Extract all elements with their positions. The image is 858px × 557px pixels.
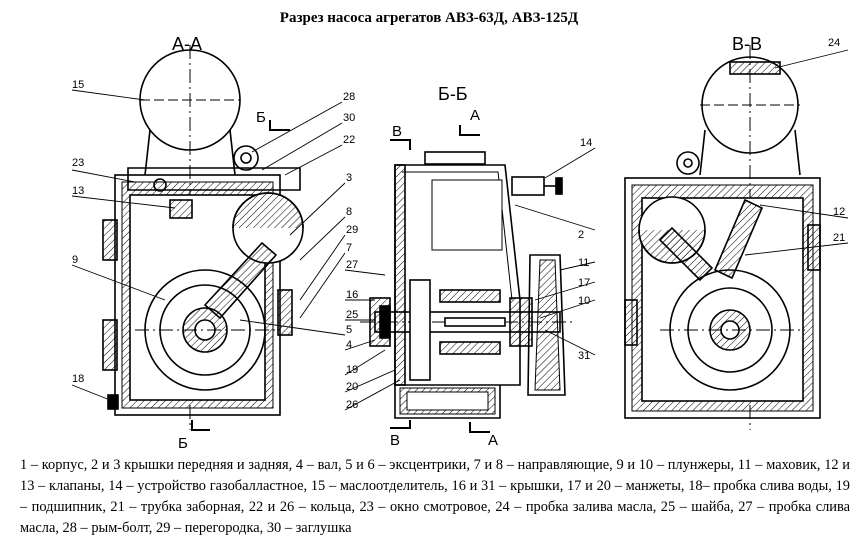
section-label-aa: А-А: [172, 34, 202, 54]
callout-23: 23: [72, 157, 84, 169]
callout-16: 16: [346, 289, 358, 301]
callout-18: 18: [72, 373, 84, 385]
callout-7: 7: [346, 242, 352, 254]
callout-8: 8: [346, 206, 352, 218]
right-callouts: [744, 49, 849, 256]
callout-4: 4: [346, 339, 352, 351]
eye-bolt: [233, 145, 259, 171]
section-mark-b-bottom: Б: [178, 435, 188, 450]
section-mark-a-bottom: А: [488, 432, 498, 449]
callout-31: 31: [578, 350, 590, 362]
housing-right: [624, 177, 821, 419]
view-aa: А-А Б Б: [102, 34, 304, 450]
flywheel: [527, 254, 566, 396]
callout-28: 28: [343, 91, 355, 103]
callout-10: 10: [578, 295, 590, 307]
view-bb: Б-Б В А В: [360, 84, 575, 449]
middle-callout-labels: 14 2 11 17 10 31: [578, 137, 592, 362]
callout-15: 15: [72, 79, 84, 91]
middle-callouts: [514, 147, 596, 356]
callout-21: 21: [833, 232, 845, 244]
callout-2: 2: [578, 229, 584, 241]
callout-20: 20: [346, 381, 358, 393]
callout-5: 5: [346, 324, 352, 336]
callout-12: 12: [833, 206, 845, 218]
view-vv: В-В: [624, 34, 821, 430]
parts-legend: 1 – корпус, 2 и 3 крышки передняя и задн…: [20, 457, 850, 536]
drawing-title: Разрез насоса агрегатов АВЗ-63Д, АВЗ-125…: [279, 10, 579, 26]
section-mark-v-top: В: [392, 123, 402, 140]
section-label-vv: В-В: [732, 34, 762, 54]
callout-17: 17: [578, 277, 590, 289]
left-callout-labels: 15 28 30 22 23 13 9 18 3 8 29 7 27 16 25…: [72, 79, 358, 411]
section-label-bb: Б-Б: [438, 84, 468, 104]
callout-29: 29: [346, 224, 358, 236]
callout-30: 30: [343, 112, 355, 124]
callout-19: 19: [346, 364, 358, 376]
callout-22: 22: [343, 134, 355, 146]
callout-13: 13: [72, 185, 84, 197]
section-mark-b-top: Б: [256, 109, 266, 126]
callout-24: 24: [828, 37, 840, 49]
gas-ballast-device: [511, 176, 545, 196]
callout-14: 14: [580, 137, 592, 149]
pump-section-drawing: А-А Б Б: [71, 34, 849, 450]
section-mark-a-top: А: [470, 107, 480, 124]
section-mark-v-bottom: В: [390, 432, 400, 449]
callout-3: 3: [346, 172, 352, 184]
callout-11: 11: [578, 257, 589, 269]
callout-27: 27: [346, 259, 358, 271]
callout-25: 25: [346, 309, 358, 321]
callout-9: 9: [72, 254, 78, 266]
right-callout-labels: 24 12 21: [828, 37, 845, 244]
callout-26: 26: [346, 399, 358, 411]
